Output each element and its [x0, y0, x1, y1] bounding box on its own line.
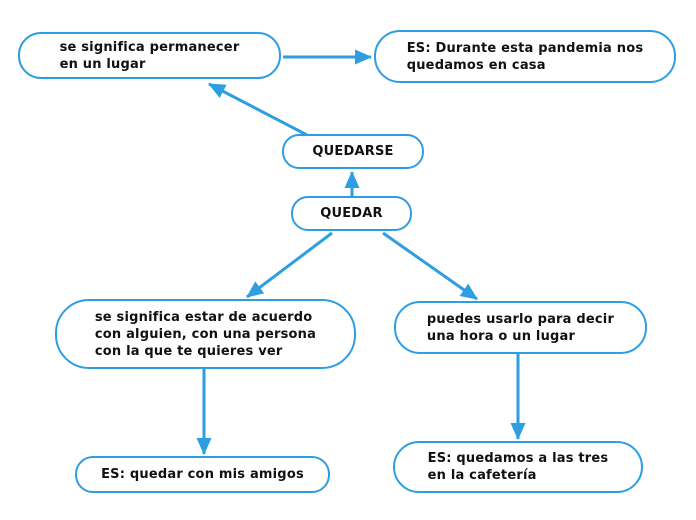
- node-example-pandemia[interactable]: ES: Durante esta pandemia nos quedamos e…: [374, 30, 676, 83]
- node-example-cafeteria[interactable]: ES: quedamos a las tres en la cafetería: [393, 441, 643, 493]
- node-quedarse[interactable]: QUEDARSE: [282, 134, 424, 169]
- connector-quedar-to-hora-lugar: [382, 231, 478, 301]
- node-meaning-permanecer[interactable]: se significa permanecer en un lugar: [18, 32, 281, 79]
- node-meaning-acuerdo[interactable]: se significa estar de acuerdo con alguie…: [55, 299, 356, 369]
- node-quedar[interactable]: QUEDAR: [291, 196, 412, 231]
- node-meaning-hora-lugar-label: puedes usarlo para decir una hora o un l…: [426, 311, 615, 344]
- node-example-amigos[interactable]: ES: quedar con mis amigos: [75, 456, 330, 493]
- node-meaning-acuerdo-label: se significa estar de acuerdo con alguie…: [94, 309, 317, 359]
- node-example-cafeteria-label: ES: quedamos a las tres en la cafetería: [427, 451, 609, 483]
- node-quedarse-label: QUEDARSE: [312, 144, 394, 159]
- node-meaning-permanecer-label: se significa permanecer en un lugar: [59, 39, 240, 72]
- node-example-amigos-label: ES: quedar con mis amigos: [101, 467, 304, 482]
- connector-quedarse-to-permanecer: [208, 82, 308, 137]
- node-example-pandemia-label: ES: Durante esta pandemia nos quedamos e…: [406, 40, 644, 73]
- node-meaning-hora-lugar[interactable]: puedes usarlo para decir una hora o un l…: [394, 301, 647, 354]
- node-quedar-label: QUEDAR: [320, 206, 383, 221]
- connector-quedar-to-acuerdo: [246, 231, 333, 299]
